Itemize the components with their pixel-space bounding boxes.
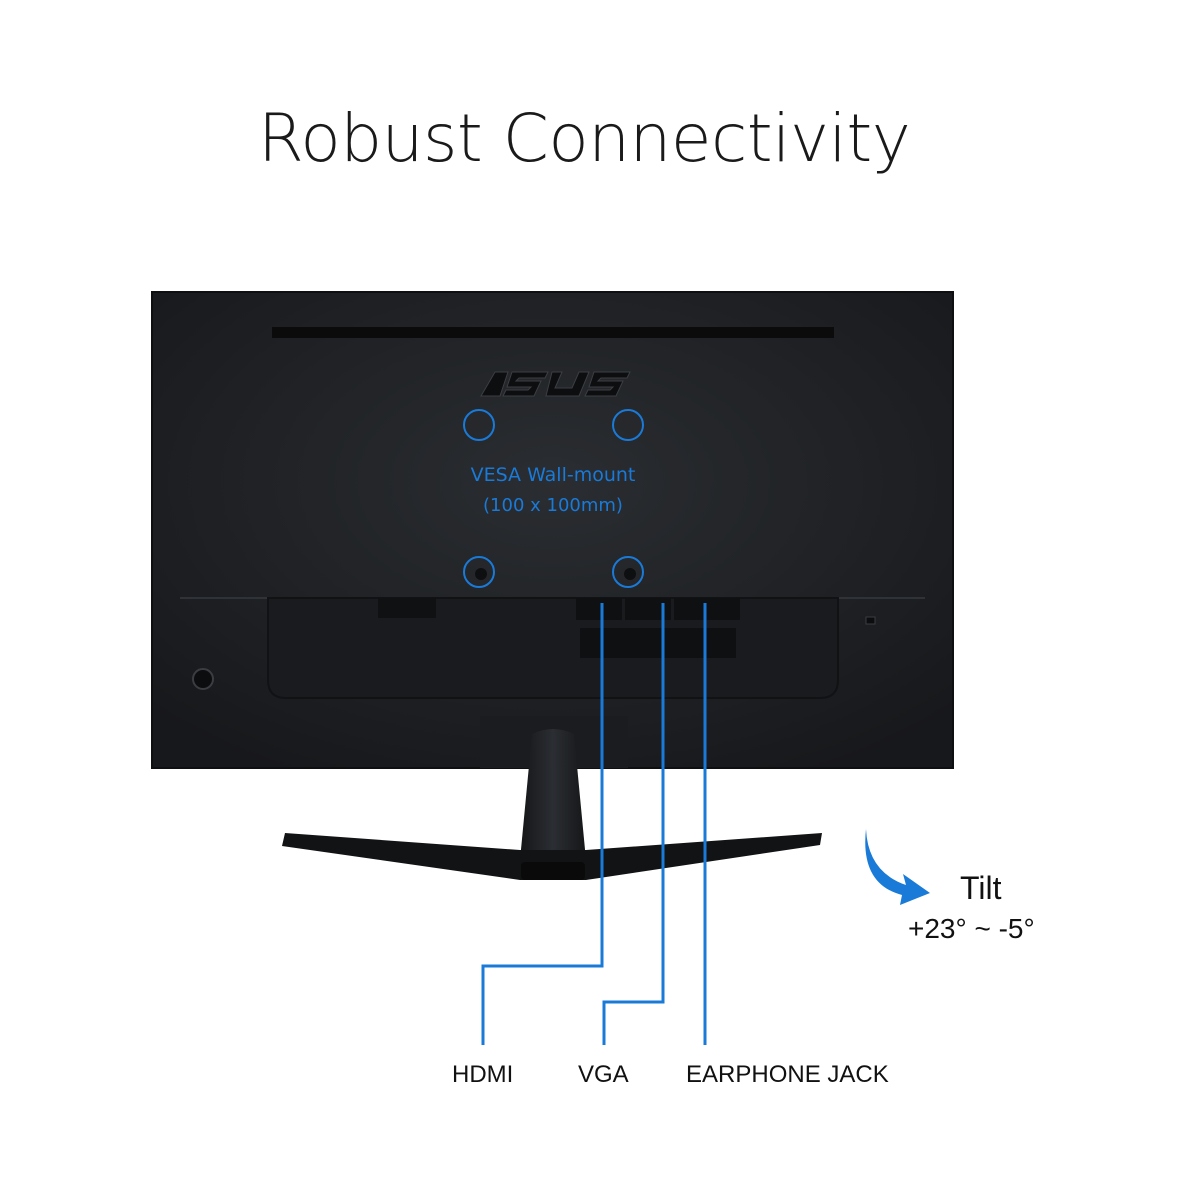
stand-base	[282, 833, 822, 880]
port-label-hdmi: HDMI	[452, 1061, 514, 1088]
stand-hinge	[521, 862, 585, 880]
tilt-label: Tilt	[960, 870, 1002, 906]
tilt-arrow-icon	[865, 829, 930, 905]
port-block-hdmi	[576, 598, 622, 620]
stand-neck	[520, 729, 586, 864]
callout-hdmi	[481, 603, 604, 1045]
port-label-vga: VGA	[578, 1061, 629, 1088]
power-button-icon	[192, 668, 214, 690]
callout-vga	[602, 603, 665, 1045]
port-recess	[267, 597, 839, 699]
vesa-size-label: (100 x 100mm)	[483, 495, 623, 516]
callout-lines	[481, 603, 707, 1045]
kensington-lock-icon	[865, 616, 876, 625]
port-block-lower	[580, 628, 736, 658]
page-title: Robust Connectivity	[258, 100, 911, 177]
vesa-label: VESA Wall-mount	[470, 464, 636, 486]
vesa-mount-hole-icon	[463, 409, 644, 588]
port-label-earphone: EARPHONE JACK	[686, 1061, 889, 1088]
port-block-left	[378, 598, 436, 618]
port-block-vga	[625, 598, 671, 620]
asus-logo	[480, 371, 631, 397]
port-block-jack	[674, 598, 740, 620]
vent-slot	[272, 327, 834, 338]
tilt-range: +23° ~ -5°	[908, 913, 1035, 944]
